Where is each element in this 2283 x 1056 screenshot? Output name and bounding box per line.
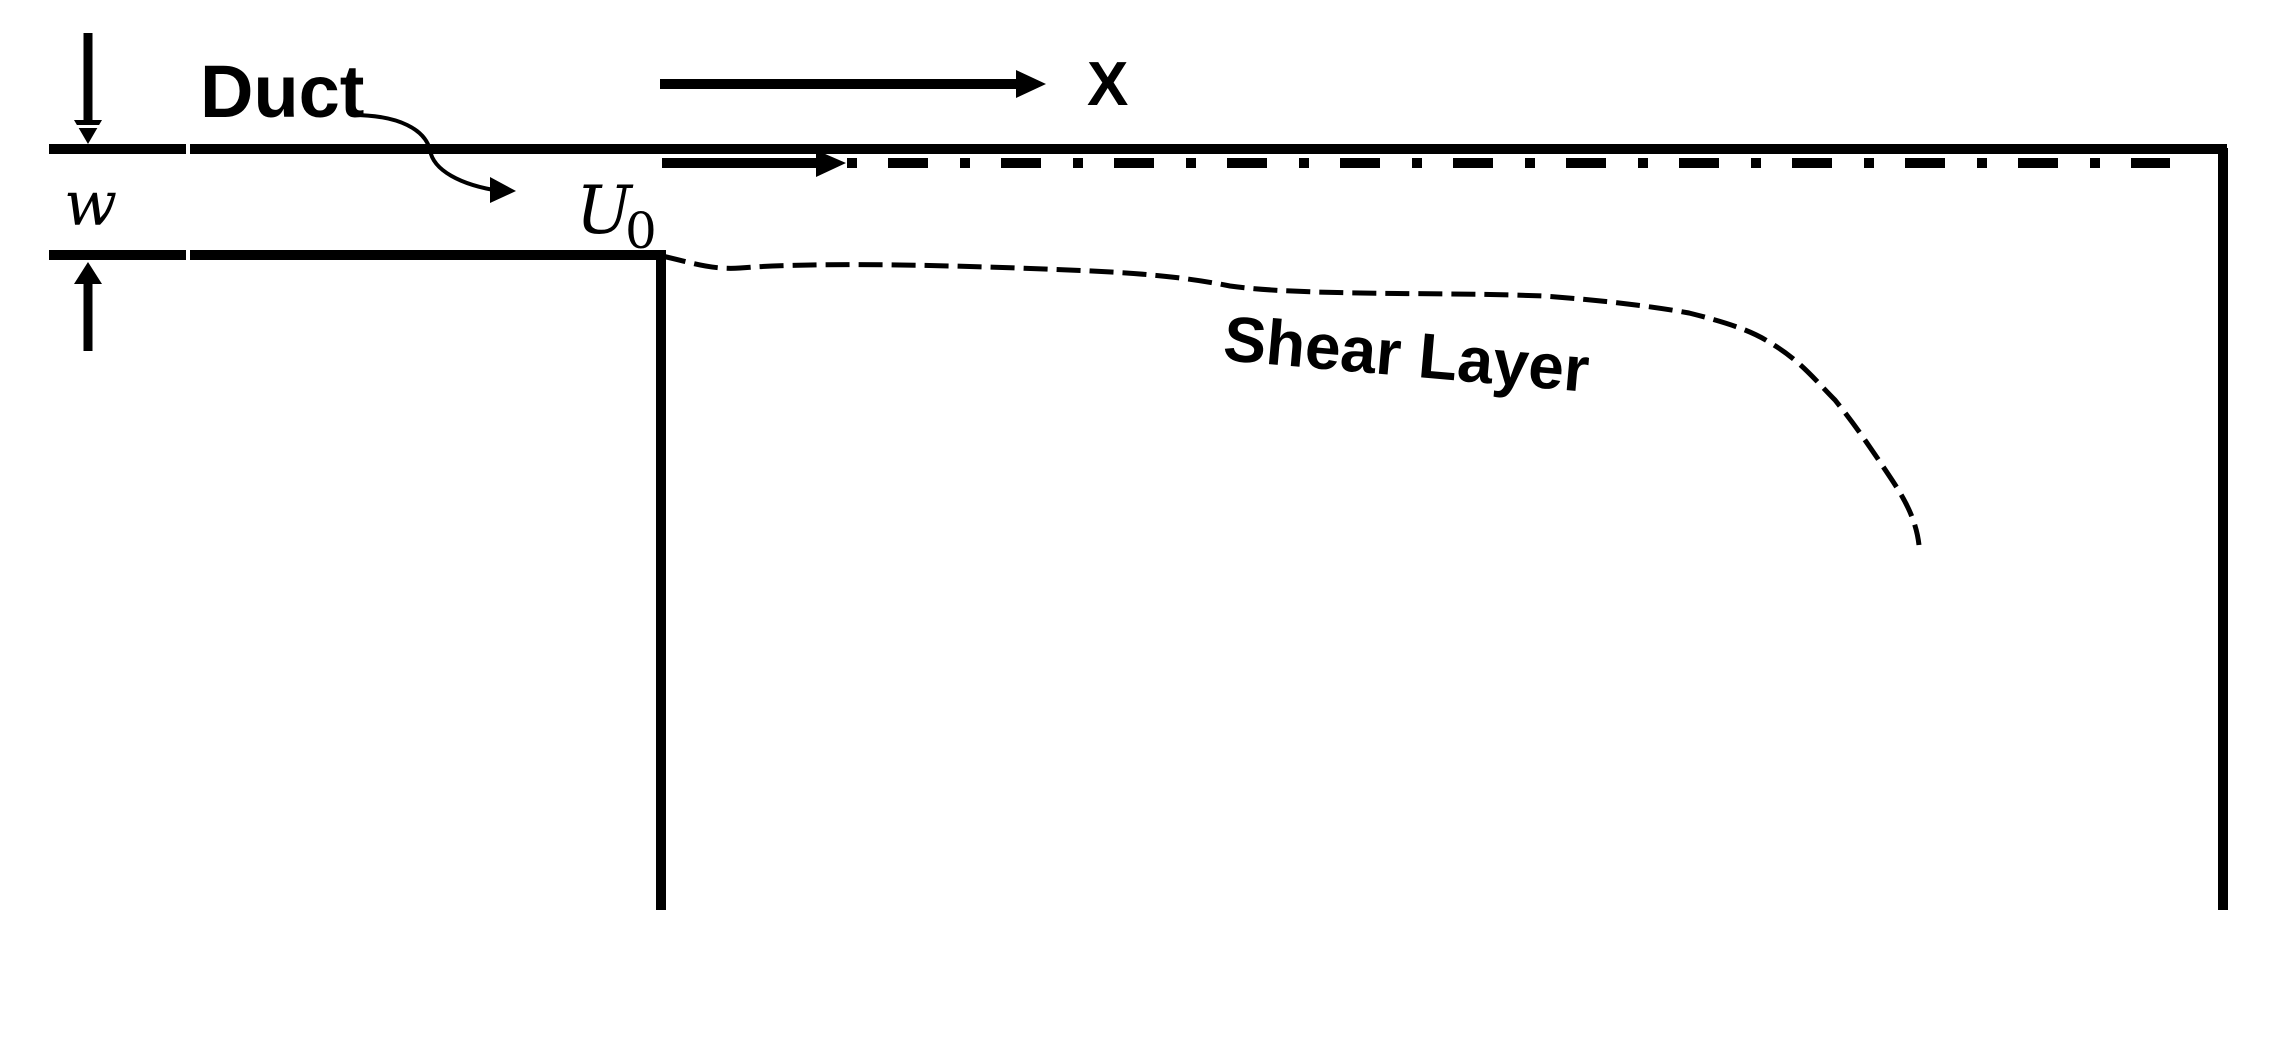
cavity-right-wall [2218, 148, 2228, 910]
duct-walls [49, 144, 2228, 910]
x-axis-arrow [660, 70, 1046, 98]
duct-bottom-wall [190, 250, 666, 260]
shear-layer-label: Shear Layer [1221, 302, 1592, 406]
x-axis-label: X [1087, 50, 1128, 119]
duct-top-wall [190, 144, 2227, 154]
velocity-label: U [576, 172, 634, 249]
x-axis-arrow-shaft [660, 79, 1020, 89]
curved-arrowhead-icon [490, 177, 516, 203]
velocity-arrow-shaft [662, 158, 822, 168]
width-label: w [64, 167, 117, 240]
velocity-subscript: 0 [625, 202, 657, 260]
duct-label: Duct [200, 50, 364, 133]
shear-layer-curve [661, 253, 1922, 546]
duct-pointer-curve [351, 113, 501, 193]
width-dimension [74, 33, 102, 351]
up-arrowhead-icon [74, 262, 102, 284]
right-arrowhead-icon [1016, 70, 1046, 98]
duct-top-wall-stub [49, 144, 186, 154]
duct-bottom-wall-stub [49, 250, 186, 260]
velocity-arrow [662, 150, 846, 177]
velocity-arrowhead-icon [816, 150, 846, 177]
cavity-left-wall [656, 250, 666, 910]
down-arrowhead-icon [74, 120, 102, 144]
